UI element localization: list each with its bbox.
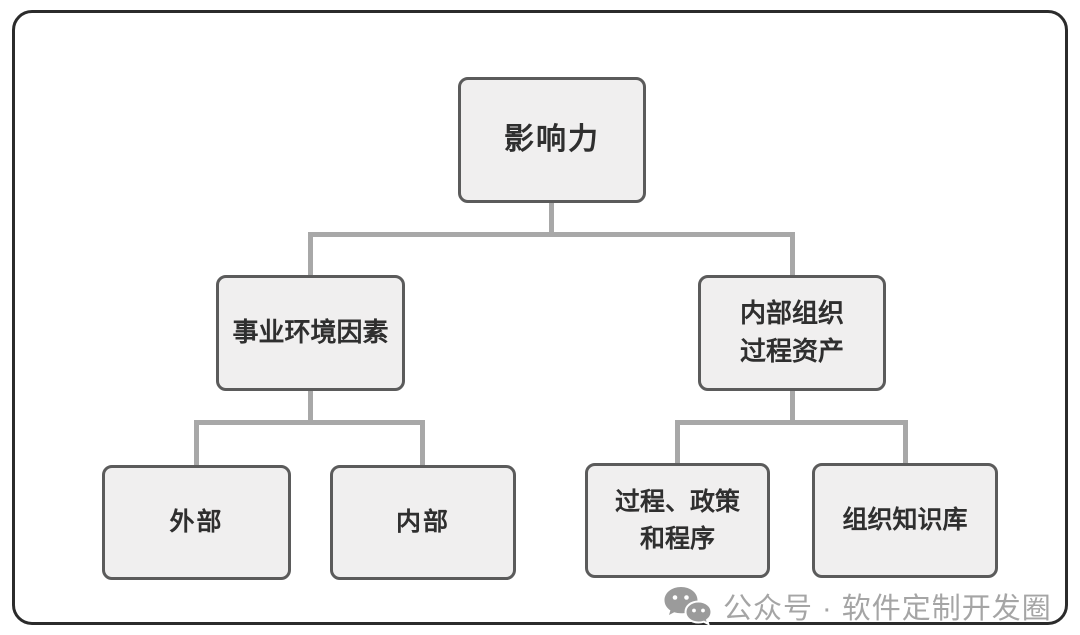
- connector-drop-ppp: [675, 420, 680, 464]
- connector-drop-eef: [308, 232, 313, 277]
- node-organizational-knowledge-base: 组织知识库: [812, 463, 998, 578]
- connector-drop-opa: [790, 232, 795, 277]
- connector-eef-down: [308, 389, 313, 425]
- wechat-icon: [664, 587, 713, 626]
- connector-opa-down: [790, 389, 795, 425]
- connector-level1-horizontal: [308, 232, 795, 237]
- connector-right-horizontal: [675, 420, 908, 425]
- node-internal: 内部: [330, 465, 516, 580]
- watermark: 公众号 · 软件定制开发圈: [663, 585, 1052, 627]
- connector-drop-okb: [903, 420, 908, 464]
- watermark-text: 公众号 · 软件定制开发圈: [723, 593, 1052, 625]
- connector-left-horizontal: [194, 420, 425, 425]
- connector-root-down: [549, 201, 554, 237]
- node-processes-policies-procedures: 过程、政策 和程序: [585, 463, 770, 578]
- connector-drop-external: [194, 420, 199, 466]
- connector-drop-internal: [420, 420, 425, 466]
- node-enterprise-environmental-factors: 事业环境因素: [216, 275, 405, 391]
- diagram-frame: 影响力 事业环境因素 内部组织 过程资产 外部 内部 过程、政策 和程序 组织知…: [12, 10, 1068, 627]
- node-external: 外部: [102, 465, 291, 580]
- node-organizational-process-assets: 内部组织 过程资产: [698, 275, 886, 391]
- node-influence: 影响力: [458, 77, 646, 203]
